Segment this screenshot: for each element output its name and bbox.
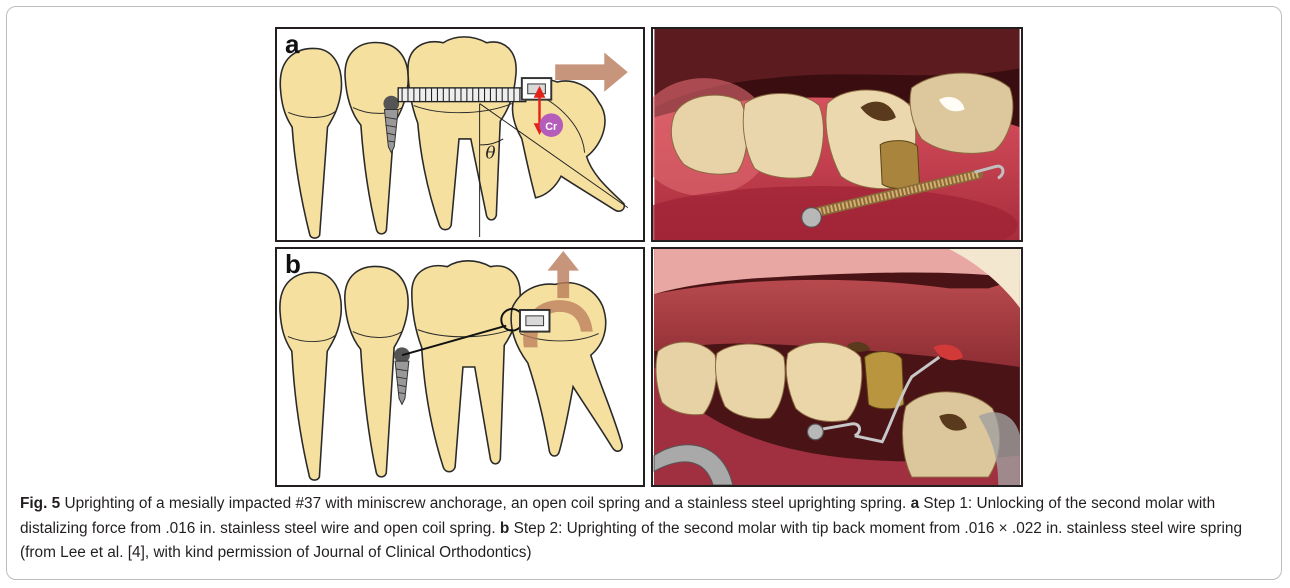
- figure-caption: Fig. 5 Uprighting of a mesially impacted…: [20, 492, 1270, 566]
- open-coil-spring: [398, 88, 526, 102]
- photo-a-molar-occlusal: [910, 73, 1013, 153]
- panel-a-label: a: [285, 31, 299, 57]
- angle-theta-label: θ: [486, 144, 496, 163]
- photo-a-molar-band: [880, 141, 919, 189]
- diagram-b-svg: [277, 249, 643, 485]
- center-of-resistance-label: Cr: [545, 121, 558, 133]
- photo-b-svg: [653, 249, 1021, 485]
- panel-b-photo: [651, 247, 1023, 487]
- photo-b-lower-molar: [903, 392, 1000, 477]
- panel-b-diagram: b: [275, 247, 645, 487]
- photo-a-miniscrew-head: [802, 208, 822, 228]
- photo-a-tooth-1: [671, 95, 747, 174]
- photo-a-tooth-2: [743, 94, 823, 179]
- molar-tube-b: [520, 310, 550, 332]
- caption-fig-label: Fig. 5: [20, 495, 60, 512]
- panel-b-label: b: [285, 251, 301, 277]
- panel-a-diagram: Cr θ a: [275, 27, 645, 242]
- diagram-a-svg: Cr θ: [277, 29, 643, 240]
- photo-b-miniscrew-head: [808, 424, 824, 440]
- caption-b-label: b: [500, 520, 509, 537]
- photo-b-tooth-3: [786, 343, 862, 422]
- caption-text-1: Uprighting of a mesially impacted #37 wi…: [60, 495, 910, 512]
- photo-b-tooth-2: [715, 344, 785, 419]
- photo-b-tooth-1: [656, 342, 716, 415]
- caption-a-label: a: [911, 495, 920, 512]
- photo-a-svg: [653, 29, 1021, 240]
- photo-b-molar-band: [865, 351, 904, 408]
- panel-a-photo: [651, 27, 1023, 242]
